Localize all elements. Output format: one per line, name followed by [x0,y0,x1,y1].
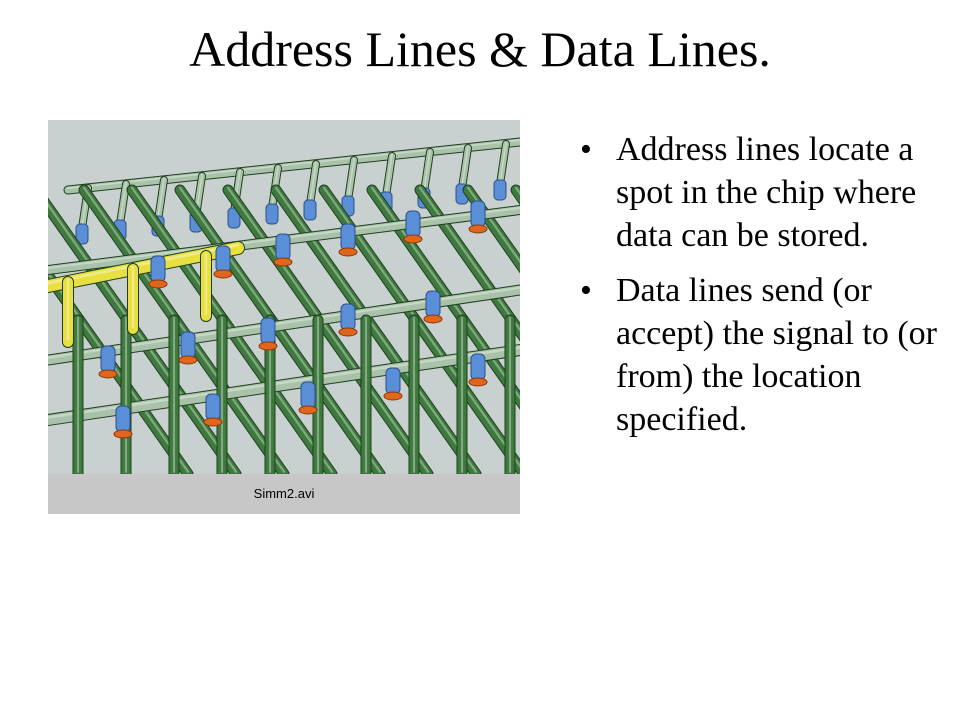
address-pipe-top-shine [67,139,520,190]
clamp-ring [113,429,133,439]
bullet-text: Data lines send (or accept) the signal t… [616,272,937,438]
connector-joint [275,233,291,261]
slide-title: Address Lines & Data Lines. [189,21,771,77]
connector-top [75,223,89,245]
address-drop-shine [385,153,393,196]
data-pipe-shine [82,186,286,473]
connector-joint [340,303,356,331]
connector-joint [405,210,421,238]
connector-joint [300,381,316,409]
data-pipe [223,185,433,474]
pipe-grid-illustration [48,120,520,474]
connector-top [303,199,317,221]
connector-joint [115,405,131,433]
address-drop-shine [309,161,317,204]
bullet-marker: • [580,131,592,168]
clamp-ring [383,391,403,401]
connector-joint [150,255,166,283]
bullet-item-data-lines: • Data lines send (or accept) the signal… [580,269,945,441]
address-drop-shine [423,149,431,192]
clamp-ring [213,269,233,279]
connector-joint [385,367,401,395]
clamp-ring [203,417,223,427]
data-pipe-shine [466,186,520,264]
bullet-item-address-lines: • Address lines locate a spot in the chi… [580,128,945,257]
clamp-ring [298,405,318,415]
data-pipe-shine [226,186,430,473]
address-drop [117,181,129,227]
data-pipe [48,267,193,474]
data-pipe [415,185,520,340]
connector-joint [340,223,356,251]
clamp-ring [273,257,293,267]
address-drop-shine [157,177,165,220]
address-drop-shine [461,145,469,188]
clamp-ring [403,234,423,244]
video-caption: Simm2.avi [48,474,520,514]
data-pipe [175,185,385,474]
address-drop [155,177,167,223]
connector-top [493,179,507,201]
clamp-ring [338,327,358,337]
data-pipe-shine [418,186,520,332]
address-drop-shine [499,141,507,184]
connector-joint [470,353,486,381]
bullet-marker: • [580,272,592,309]
clamp-ring [178,355,198,365]
address-drop [383,153,395,199]
connector-joint [205,393,221,421]
address-drop [421,149,433,195]
bullet-list: • Address lines locate a spot in the chi… [580,128,945,453]
connector-joint [215,245,231,273]
clamp-ring [423,314,443,324]
connector-top [265,203,279,225]
address-drop-shine [347,157,355,200]
address-drop [307,161,319,207]
bullet-text: Address lines locate a spot in the chip … [616,131,917,254]
clamp-ring [338,247,358,257]
clamp-ring [468,377,488,387]
address-drop [459,145,471,191]
clamp-ring [468,224,488,234]
address-drop [345,157,357,203]
connector-joint [470,200,486,228]
data-pipe [463,185,520,272]
connector-joint [425,290,441,318]
address-drop-shine [119,181,127,224]
data-pipe-shine [370,186,520,400]
data-pipe-shine [48,270,190,473]
connector-joint [180,331,196,359]
connector-joint [100,345,116,373]
video-thumbnail[interactable]: Simm2.avi [48,120,520,514]
connector-joint [260,317,276,345]
clamp-ring [258,341,278,351]
clamp-ring [98,369,118,379]
address-pipe-top [64,138,520,194]
clamp-ring [148,279,168,289]
address-drop [497,141,509,187]
data-pipe [319,185,520,474]
